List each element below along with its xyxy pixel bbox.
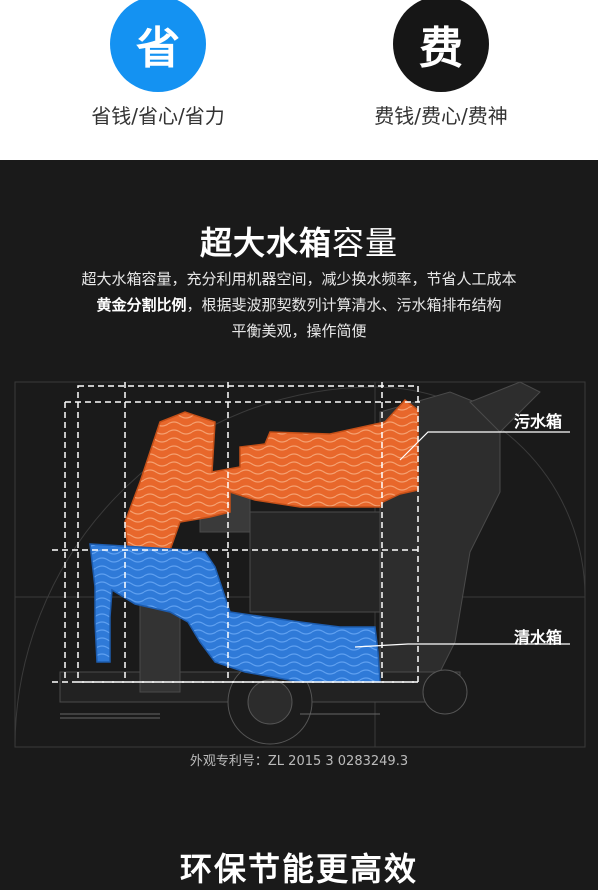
description-line-3: 平衡美观，操作简便	[231, 322, 367, 340]
top-comparison-panel: 省 省钱/省心/省力 费 费钱/费心/费神	[0, 0, 598, 160]
golden-ratio-boxes	[52, 382, 420, 683]
clean-tank-label: 清水箱	[514, 628, 563, 647]
clean-water-tank	[89, 543, 381, 683]
tank-layout-diagram	[14, 381, 586, 748]
heading-light: 容量	[332, 224, 399, 262]
brush-icon	[60, 713, 380, 719]
patent-number: 外观专利号：ZL 2015 3 0283249.3	[189, 754, 409, 769]
heading-bold: 超大水箱	[199, 224, 332, 262]
cost-badge-char: 费	[419, 23, 463, 74]
save-badge-char: 省	[136, 23, 180, 74]
golden-ratio-text: 黄金分割比例	[96, 296, 187, 314]
section-heading: 超大水箱容量	[0, 218, 598, 264]
save-caption: 省钱/省心/省力	[91, 104, 225, 128]
label-leader-lines	[354, 431, 570, 648]
description-line-2-rest: ，根据斐波那契数列计算清水、污水箱排布结构	[186, 296, 502, 314]
cost-badge-icon: 费	[393, 0, 489, 92]
wheel-icon	[227, 659, 468, 745]
save-badge-icon: 省	[110, 0, 206, 92]
description-line-1: 超大水箱容量，充分利用机器空间，减少换水频率，节省人工成本	[81, 270, 517, 288]
cost-caption: 费钱/费心/费神	[374, 104, 508, 128]
next-section-title: 环保节能更高效	[179, 850, 418, 888]
description-line-2: 黄金分割比例，根据斐波那契数列计算清水、污水箱排布结构	[0, 294, 598, 315]
dirty-tank-label: 污水箱	[514, 412, 563, 431]
